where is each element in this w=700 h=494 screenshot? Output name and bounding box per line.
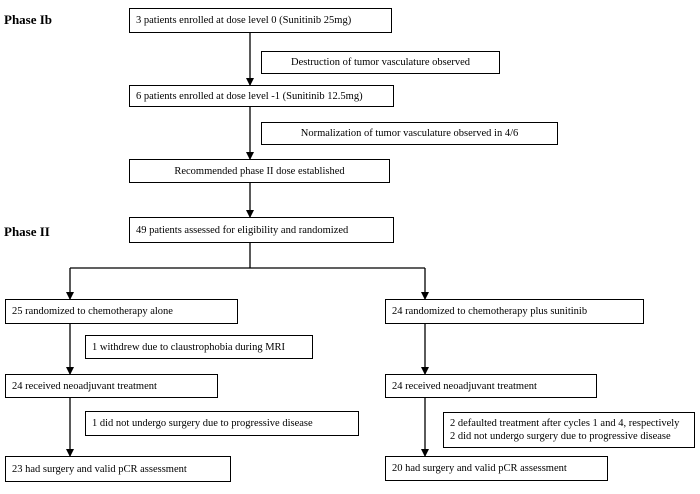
box-chemo-alone: 25 randomized to chemotherapy alone: [5, 299, 238, 324]
box-recommended-dose: Recommended phase II dose established: [129, 159, 390, 183]
box-chemo-sunitinib: 24 randomized to chemotherapy plus sunit…: [385, 299, 644, 324]
note-right-defaulted-and-progressive: 2 defaulted treatment after cycles 1 and…: [443, 412, 695, 448]
box-right-pcr: 20 had surgery and valid pCR assessment: [385, 456, 608, 481]
phase-ib-label: Phase Ib: [4, 12, 53, 27]
note-right-defaulted: 2 defaulted treatment after cycles 1 and…: [450, 418, 680, 429]
note-right-progressive-disease: 2 did not undergo surgery due to progres…: [450, 431, 671, 442]
note-destruction-vasculature: Destruction of tumor vasculature observe…: [261, 51, 500, 74]
note-normalization-vasculature: Normalization of tumor vasculature obser…: [261, 122, 558, 145]
box-left-pcr: 23 had surgery and valid pCR assessment: [5, 456, 231, 482]
box-eligibility: 49 patients assessed for eligibility and…: [129, 217, 394, 243]
note-left-progressive-disease: 1 did not undergo surgery due to progres…: [85, 411, 359, 436]
box-dose-level-minus-1: 6 patients enrolled at dose level -1 (Su…: [129, 85, 394, 107]
box-dose-level-0: 3 patients enrolled at dose level 0 (Sun…: [129, 8, 392, 33]
phase-ii-label: Phase II: [4, 224, 50, 239]
note-withdrew-claustrophobia: 1 withdrew due to claustrophobia during …: [85, 335, 313, 359]
box-left-neoadjuvant: 24 received neoadjuvant treatment: [5, 374, 218, 398]
box-right-neoadjuvant: 24 received neoadjuvant treatment: [385, 374, 597, 398]
